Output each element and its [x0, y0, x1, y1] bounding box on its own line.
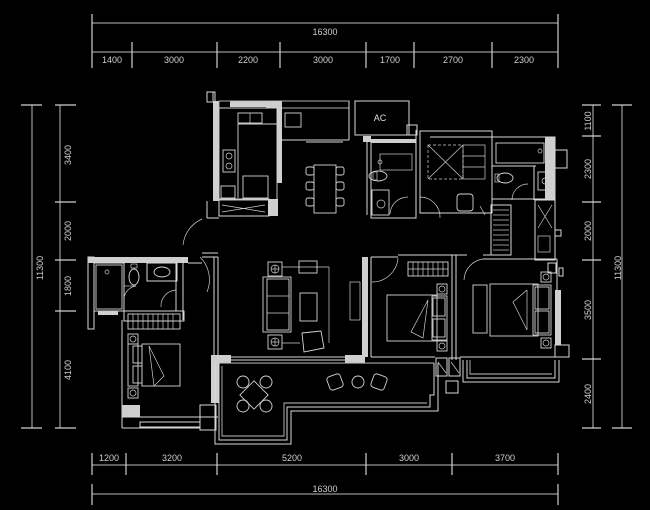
dim-top-seg-2: 3000: [164, 55, 184, 65]
lobby-fixtures: [456, 193, 486, 216]
dim-right-seg-3: 2000: [583, 221, 593, 241]
toilet-icon-left: [128, 268, 140, 286]
bedroom-middle-furniture: [386, 261, 449, 352]
nightstand-master-top: [540, 271, 552, 283]
balcony-side-table: [351, 375, 365, 389]
basin-icon-left: [153, 266, 171, 278]
bathroom-left-fixtures: [95, 263, 171, 310]
lamp-table-top: [267, 261, 283, 277]
balcony-chair-1: [326, 373, 344, 391]
dim-bottom-seg-3: 5200: [282, 453, 302, 463]
stove-icon: [222, 149, 236, 173]
basin-icon-right: [537, 171, 554, 191]
headboard-master: [532, 284, 552, 336]
dim-top-seg-7: 2300: [514, 55, 534, 65]
dim-left-seg-4: 4100: [63, 360, 73, 380]
dim-bottom-seg-2: 3200: [162, 453, 182, 463]
dim-top-seg-3: 2200: [238, 55, 258, 65]
top-dimensions: 16300 1400 3000 2200 3000 1700 2700 2300: [91, 14, 559, 68]
bathtub-icon: [495, 142, 545, 164]
nightstand-left-bottom: [127, 387, 139, 399]
dim-bottom-seg-4: 3000: [399, 453, 419, 463]
nightstand-middle-top: [436, 283, 448, 295]
shower-icon: [371, 189, 390, 216]
bathroom-middle-fixtures: [368, 153, 413, 216]
shower-left: [95, 264, 123, 310]
wardrobe-rails-middle: [408, 262, 448, 276]
kitchen-counter-outline: [218, 107, 278, 201]
dim-right-total: 11300: [613, 256, 623, 280]
dim-top-seg-4: 3000: [313, 55, 333, 65]
balcony-table: [239, 380, 269, 410]
dim-bottom-seg-5: 3700: [495, 453, 515, 463]
bed-middle: [386, 294, 438, 342]
bottom-dimensions: 1200 3200 5200 3000 3700 16300: [91, 453, 559, 505]
dresser: [472, 284, 488, 334]
dim-top-seg-5: 1700: [380, 55, 400, 65]
dim-left-seg-3: 1800: [63, 276, 73, 296]
bedroom-left-furniture: [127, 313, 181, 399]
side-table: [298, 260, 318, 274]
balcony-furniture: [236, 373, 388, 413]
coffee-table: [299, 292, 318, 322]
chair-icon: [456, 193, 474, 212]
appliance-icon: [284, 112, 302, 128]
doors: [123, 183, 529, 308]
headboard-middle: [431, 295, 448, 341]
fridge-icon: [242, 175, 269, 199]
balcony-chair-2: [370, 373, 388, 391]
dim-top-seg-6: 2700: [443, 55, 463, 65]
bed-left: [141, 343, 181, 387]
sofa: [262, 276, 292, 333]
nightstand-master-bottom: [540, 337, 552, 349]
bathroom-right-fixtures: [494, 142, 554, 191]
walls: AC: [87, 91, 570, 445]
wardrobe-rails-left: [128, 314, 180, 329]
nightstand-middle-bottom: [436, 340, 448, 352]
dim-bottom-total: 16300: [312, 484, 337, 494]
wardrobe-rails-corridor: [493, 209, 509, 251]
dim-right-seg-1: 1100: [583, 111, 593, 130]
dining-table: [313, 164, 337, 214]
lamp-table-bottom: [267, 334, 283, 350]
dim-right-seg-4: 3500: [583, 300, 593, 320]
master-bedroom-furniture: [472, 271, 552, 349]
ac-room: [354, 100, 410, 136]
toilet-icon-right: [496, 172, 514, 184]
dim-bottom-seg-1: 1200: [99, 453, 119, 463]
basin-icon: [376, 199, 386, 209]
dim-right-seg-2: 2300: [583, 159, 593, 179]
dim-right-seg-5: 2400: [583, 384, 593, 404]
wardrobe-left: [127, 313, 181, 330]
nightstand-left-top: [127, 333, 139, 345]
bed-master: [489, 283, 539, 337]
dim-top-seg-1: 1400: [102, 55, 122, 65]
toilet-icon: [368, 170, 388, 182]
dining-set: [305, 164, 345, 214]
right-dimensions: 1100 2300 2000 3500 2400 11300: [582, 104, 632, 429]
kitchen: [218, 107, 302, 201]
dim-left-seg-2: 2000: [63, 221, 73, 241]
ac-label: AC: [374, 113, 387, 123]
dim-top-total: 16300: [312, 27, 337, 37]
armchair: [301, 330, 325, 353]
dim-left-total: 11300: [35, 256, 45, 280]
dim-left-seg-1: 3400: [63, 145, 73, 165]
left-dimensions: 11300 3400 2000 1800 4100: [21, 104, 76, 429]
living-room-furniture: [262, 260, 330, 353]
